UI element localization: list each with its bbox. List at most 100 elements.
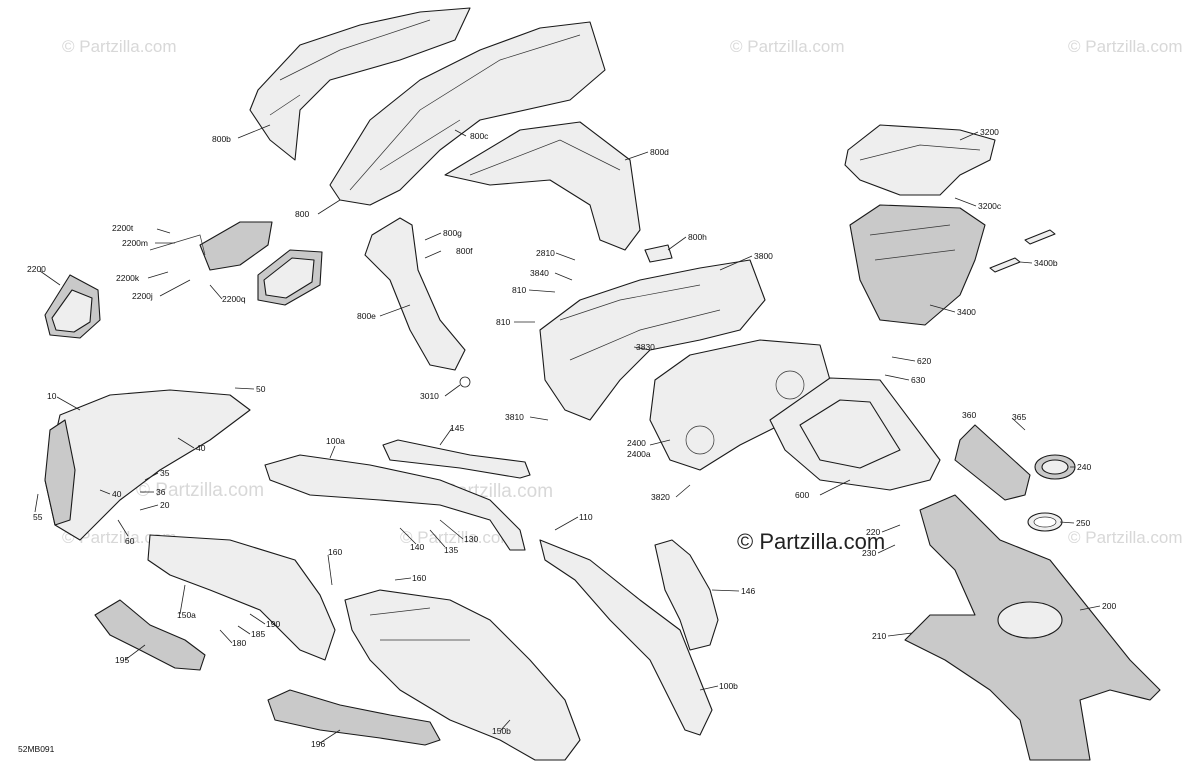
callout-60: 60: [125, 536, 135, 546]
callout-10: 10: [47, 391, 57, 401]
part-3800[interactable]: [539, 259, 766, 421]
part-195[interactable]: [94, 599, 206, 671]
watermark-top-left: © Partzilla.com: [62, 37, 177, 56]
callout-800f: 800f: [456, 246, 473, 256]
callout-2200k: 2200k: [116, 273, 140, 283]
callout-2200m: 2200m: [122, 238, 148, 248]
callout-250: 250: [1076, 518, 1090, 528]
callout-100b: 100b: [719, 681, 738, 691]
callout-800e: 800e: [357, 311, 376, 321]
watermark-left: © Partzilla.com: [136, 480, 264, 501]
diagram-code: 52MB091: [18, 744, 55, 754]
callout-2400a: 2400a: [627, 449, 651, 459]
callout-130: 130: [464, 534, 478, 544]
callout-180: 180: [232, 638, 246, 648]
part-150a[interactable]: [147, 534, 336, 661]
callout-100a: 100a: [326, 436, 345, 446]
callout-210: 210: [872, 631, 886, 641]
part-600[interactable]: [769, 377, 941, 491]
callout-195: 195: [115, 655, 129, 665]
part-800b[interactable]: [249, 7, 471, 161]
callout-3830: 3830: [636, 342, 655, 352]
watermark-mid-left: © Partzilla.com: [62, 528, 177, 547]
callout-150a: 150a: [177, 610, 196, 620]
callout-55: 55: [33, 512, 43, 522]
callout-50: 50: [256, 384, 266, 394]
callout-40-upper: 40: [196, 443, 206, 453]
part-100b[interactable]: [539, 539, 713, 736]
part-800d[interactable]: [444, 121, 641, 251]
callout-2200j: 2200j: [132, 291, 153, 301]
callout-140: 140: [410, 542, 424, 552]
part-250[interactable]: [1027, 512, 1063, 532]
callout-360: 360: [962, 410, 976, 420]
callout-190: 190: [266, 619, 280, 629]
callout-3840: 3840: [530, 268, 549, 278]
watermark-mid-right: © Partzilla.com: [1068, 528, 1183, 547]
part-145[interactable]: [382, 439, 531, 479]
callout-2200q: 2200q: [222, 294, 246, 304]
callout-2200: 2200: [27, 264, 46, 274]
watermark-top-center: © Partzilla.com: [730, 37, 845, 56]
callout-3400: 3400: [957, 307, 976, 317]
callout-220: 220: [866, 527, 880, 537]
part-3400[interactable]: [849, 204, 986, 326]
callout-620: 620: [917, 356, 931, 366]
callout-2400: 2400: [627, 438, 646, 448]
grommet-3010[interactable]: [459, 376, 471, 388]
callout-3800: 3800: [754, 251, 773, 261]
part-100a[interactable]: [264, 454, 526, 551]
callout-810-lower: 810: [496, 317, 510, 327]
callout-145: 145: [450, 423, 464, 433]
callout-110: 110: [579, 512, 593, 522]
callout-36: 36: [156, 487, 166, 497]
part-800e[interactable]: [364, 217, 466, 371]
callout-40-lower: 40: [112, 489, 122, 499]
part-200[interactable]: [904, 494, 1161, 761]
part-3400b[interactable]: [989, 229, 1056, 273]
callout-200: 200: [1102, 601, 1116, 611]
callout-3200: 3200: [980, 127, 999, 137]
callout-2200t: 2200t: [112, 223, 134, 233]
callout-3200c: 3200c: [978, 201, 1002, 211]
callout-146: 146: [741, 586, 755, 596]
callout-196: 196: [311, 739, 325, 749]
part-800[interactable]: [329, 21, 606, 206]
callout-600: 600: [795, 490, 809, 500]
callout-185: 185: [251, 629, 265, 639]
part-150b[interactable]: [344, 589, 581, 761]
callout-230: 230: [862, 548, 876, 558]
callout-160-left: 160: [328, 547, 342, 557]
callout-800c: 800c: [470, 131, 489, 141]
callout-35: 35: [160, 468, 170, 478]
callout-3400b: 3400b: [1034, 258, 1058, 268]
leader-lines: [34, 124, 1101, 744]
part-800h[interactable]: [644, 244, 673, 263]
part-10[interactable]: [44, 389, 251, 541]
callout-810-upper: 810: [512, 285, 526, 295]
part-3200[interactable]: [844, 124, 996, 196]
part-146[interactable]: [654, 539, 719, 651]
part-2200-mirror-left[interactable]: [44, 274, 101, 339]
part-360[interactable]: [954, 424, 1031, 501]
callout-800: 800: [295, 209, 309, 219]
callout-labels: 800b 800c 800 800d 800g 800f 800e 800h 3…: [27, 127, 1116, 749]
callout-3810: 3810: [505, 412, 524, 422]
callout-800h: 800h: [688, 232, 707, 242]
callout-630: 630: [911, 375, 925, 385]
watermark-top-right: © Partzilla.com: [1068, 37, 1183, 56]
callout-150b: 150b: [492, 726, 511, 736]
callout-240: 240: [1077, 462, 1091, 472]
callout-365: 365: [1012, 412, 1026, 422]
part-2200-mirror-right[interactable]: [149, 221, 323, 306]
callout-3010: 3010: [420, 391, 439, 401]
part-240[interactable]: [1034, 454, 1076, 480]
callout-800d: 800d: [650, 147, 669, 157]
callout-160-right: 160: [412, 573, 426, 583]
watermark-mid-center: © Partzilla.com: [400, 528, 515, 547]
callout-2810: 2810: [536, 248, 555, 258]
part-196[interactable]: [267, 689, 441, 746]
callout-135: 135: [444, 545, 458, 555]
callout-3820: 3820: [651, 492, 670, 502]
